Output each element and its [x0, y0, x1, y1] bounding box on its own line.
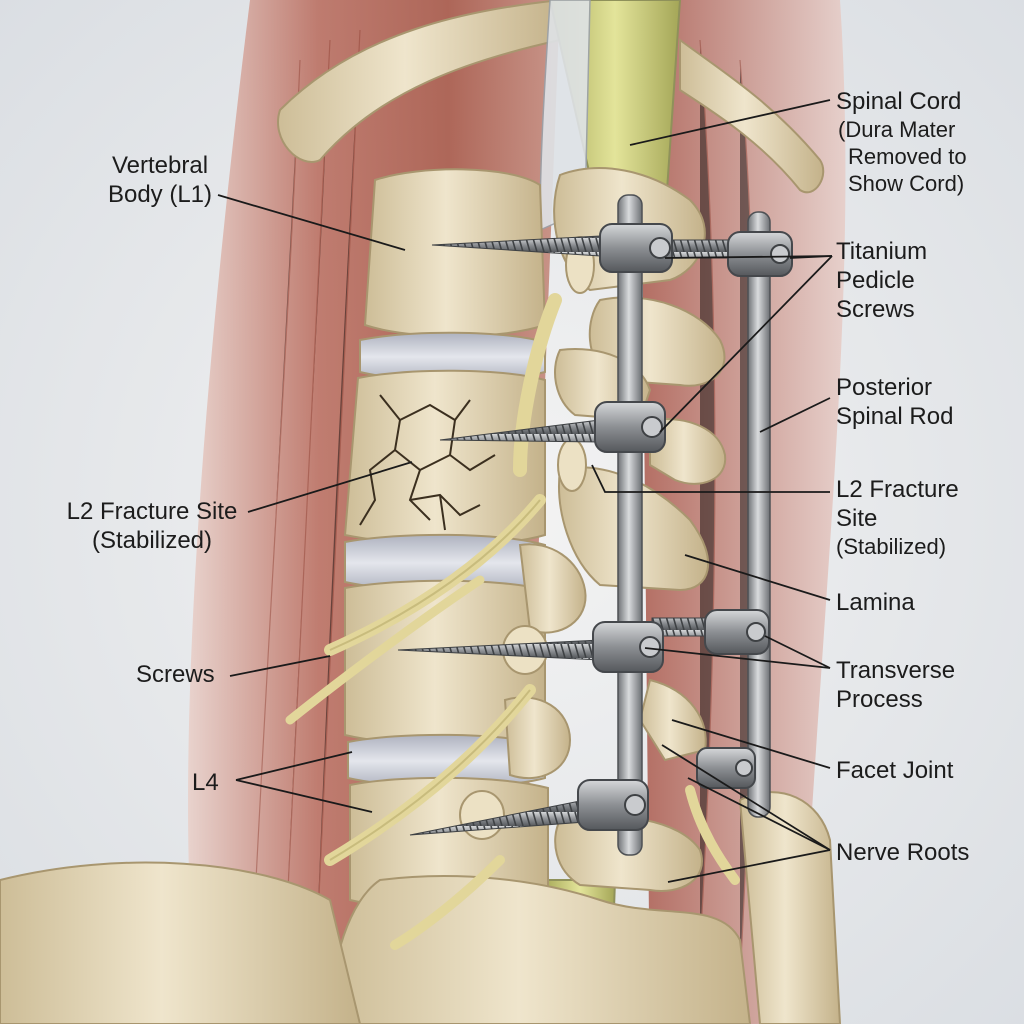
- screw-caps: [624, 237, 790, 816]
- label-pedicle-screws: Titanium Pedicle Screws: [836, 238, 928, 323]
- muscle-fibers: [254, 29, 756, 981]
- label-lamina: Lamina: [836, 589, 915, 616]
- label-facet-joint: Facet Joint: [836, 757, 954, 784]
- label-posterior-rod: Posterior Spinal Rod: [836, 374, 954, 430]
- label-nerve-roots: Nerve Roots: [836, 839, 970, 866]
- label-l2-fracture-right: L2 Fracture Site (Stabilized): [836, 476, 959, 559]
- label-transverse-process: Transverse Process: [836, 657, 956, 713]
- right-spinal-rod: [747, 211, 771, 818]
- nerve-root-shading: [329, 499, 541, 861]
- label-l2-fracture-left: L2 Fracture Site (Stabilized): [66, 498, 238, 554]
- screw-heads: [577, 223, 793, 831]
- label-spinal-cord: Spinal Cord (Dura Mater Removed to Show …: [836, 88, 967, 196]
- fracture-cracks: [359, 394, 496, 531]
- label-l4: L4: [192, 769, 219, 796]
- upper-right-bone: [679, 38, 825, 194]
- vertebral-bodies: [343, 168, 549, 910]
- upper-left-bone: [277, 0, 561, 163]
- label-screws: Screws: [136, 661, 215, 688]
- label-vertebral-body: Vertebral Body (L1): [107, 152, 213, 208]
- left-spinal-rod: [617, 194, 643, 856]
- leader-lines: [217, 99, 833, 883]
